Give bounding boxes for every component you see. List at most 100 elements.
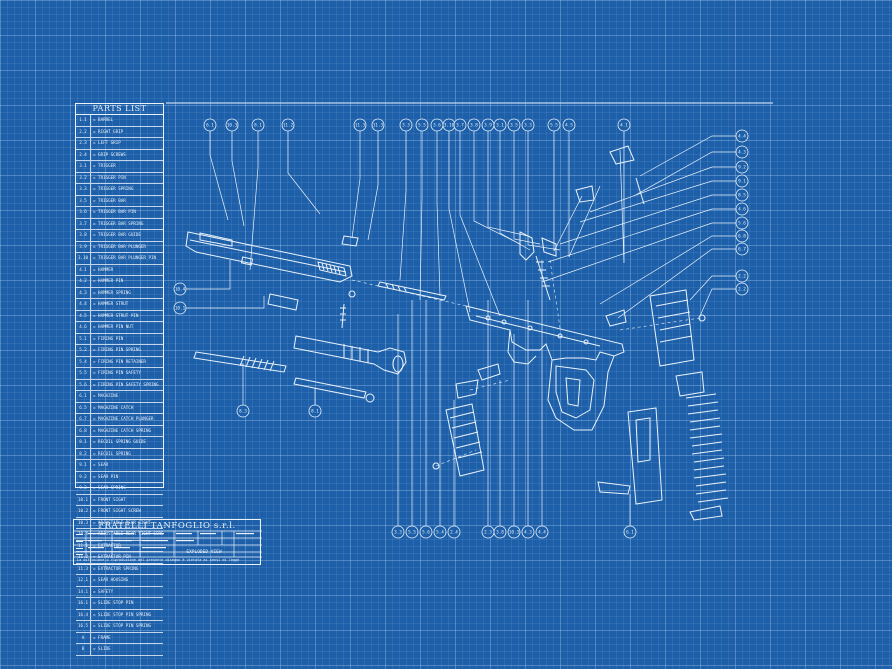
grip-part xyxy=(446,290,694,476)
callout-label: 11.3 xyxy=(373,123,384,129)
callout-marker: 4.5 xyxy=(563,119,575,131)
leader-line xyxy=(554,131,582,251)
callout-label: 4.1 xyxy=(620,123,628,129)
callout-label: 3.8 xyxy=(470,123,478,129)
part-code: 6.8 xyxy=(76,425,91,436)
callout-label: 6.7 xyxy=(738,247,746,253)
callout-marker: 11.3 xyxy=(372,119,384,131)
callout-label: 4.5 xyxy=(565,123,573,129)
part-code: 1.1 xyxy=(76,115,91,126)
part-name: = FRAME xyxy=(93,634,111,640)
callout-label: 9.2 xyxy=(738,165,746,171)
callout-label: 3.5 xyxy=(510,123,518,129)
part-name: = TRIGGER BAR PLUNGER xyxy=(93,243,146,249)
callout-label: 3.7 xyxy=(456,123,464,129)
parts-list-row: 3.3= TRIGGER SPRING xyxy=(76,184,163,196)
part-code: 11.3 xyxy=(76,563,91,574)
callout-label: 3.3 xyxy=(394,530,402,536)
part-name: = HAMMER SPRING xyxy=(93,289,131,295)
callout-marker: 4.3 xyxy=(736,146,748,158)
part-name: = FIRING PIN RETAINER xyxy=(93,358,146,364)
part-name: = TRIGGER xyxy=(93,163,116,168)
part-code: 10.2 xyxy=(76,506,91,517)
magazine-part xyxy=(628,372,704,504)
leader-line xyxy=(700,289,736,316)
parts-list-row: 14.1= SAFETY xyxy=(76,586,163,598)
parts-list-row: 9.2= SEAR PIN xyxy=(76,471,163,483)
callout-label: 10.1 xyxy=(175,306,186,312)
part-code: 5.1 xyxy=(76,333,91,344)
part-code: 9.3 xyxy=(76,483,91,494)
callout-marker: 4.4 xyxy=(536,526,548,538)
callout-label: 6.1 xyxy=(626,530,634,536)
callout-marker: 2.2 xyxy=(736,283,748,295)
part-name: = SEAR HOUSING xyxy=(93,577,129,582)
leader-line xyxy=(315,388,316,405)
callout-marker: 3.3 xyxy=(392,526,404,538)
part-code: 10.3 xyxy=(76,517,91,528)
parts-list-row: 8.1= RECOIL SPRING GUIDE xyxy=(76,437,163,449)
callout-marker: 6.1 xyxy=(624,526,636,538)
leader-line xyxy=(352,131,360,238)
callout-label: 8.1 xyxy=(311,409,319,415)
part-code: 12.1 xyxy=(76,575,91,586)
callout-label: 2.2 xyxy=(738,287,746,293)
parts-list-row: 3.2= TRIGGER PIN xyxy=(76,172,163,184)
leader-line xyxy=(590,167,736,212)
leader-line xyxy=(528,131,560,250)
parts-list-row: B= SLIDE xyxy=(76,644,163,656)
part-code: 4.6 xyxy=(76,322,91,333)
callout-label: 10.4 xyxy=(175,287,186,293)
part-code: 2.2 xyxy=(76,126,91,137)
part-code: 3.1 xyxy=(76,161,91,172)
parts-list-row: 3.10= TRIGGER BAR PLUNGER PIN xyxy=(76,253,163,265)
callout-label: 3.8 xyxy=(496,530,504,536)
callout-marker: 6.8 xyxy=(736,230,748,242)
part-code: 16.1 xyxy=(76,598,91,609)
parts-list-row: 16.5= SLIDE STOP PIN SPRING xyxy=(76,621,163,633)
parts-list-row: 9.3= SEAR SPRING xyxy=(76,483,163,495)
parts-list-row: 4.4= HAMMER STRUT xyxy=(76,299,163,311)
leader-line xyxy=(618,249,736,318)
part-code: 5.2 xyxy=(76,345,91,356)
parts-list-row: 3.8= TRIGGER BAR GUIDE xyxy=(76,230,163,242)
leader-line xyxy=(690,276,736,300)
recoil-spring-part xyxy=(194,352,374,402)
part-code: 10.1 xyxy=(76,494,91,505)
parts-list-row: 5.6= FIRING PIN SAFETY SPRING xyxy=(76,379,163,391)
leader-line xyxy=(542,223,736,282)
part-name: = HAMMER STRUT PIN xyxy=(93,312,139,318)
firing-pin-part xyxy=(378,282,446,300)
callout-marker: 4.6 xyxy=(736,203,748,215)
callout-label: 11.2 xyxy=(283,123,294,129)
callout-label: 2.3 xyxy=(484,530,492,536)
parts-list-row: 4.1= HAMMER xyxy=(76,264,163,276)
leader-line xyxy=(620,131,624,263)
parts-list-row: 6.8= MAGAZINE CATCH SPRING xyxy=(76,425,163,437)
leader-line xyxy=(288,131,320,214)
callout-label: 11.3 xyxy=(355,123,366,129)
parts-list-row: 5.4= FIRING PIN RETAINER xyxy=(76,356,163,368)
callout-marker: 11.3 xyxy=(354,119,366,131)
parts-list-row: 3.7= TRIGGER BAR SPRING xyxy=(76,218,163,230)
part-name: = TRIGGER BAR SPRING xyxy=(93,220,144,226)
part-code: 10.4 xyxy=(76,529,91,540)
callout-marker: 8.1 xyxy=(309,405,321,417)
callout-marker: 10.3 xyxy=(508,526,520,538)
part-name: = HAMMER STRUT xyxy=(93,301,129,306)
leader-line xyxy=(420,131,422,300)
callout-label: 5.5 xyxy=(550,123,558,129)
callout-marker: 5.6 xyxy=(420,526,432,538)
part-code: 4.2 xyxy=(76,276,91,287)
callout-label: 4.3 xyxy=(738,150,746,156)
part-code: 2.4 xyxy=(76,149,91,160)
callout-marker: 3.9 xyxy=(482,119,494,131)
part-code: 9.2 xyxy=(76,471,91,482)
callout-marker: 3.8 xyxy=(494,526,506,538)
callout-label: 3.3 xyxy=(524,123,532,129)
